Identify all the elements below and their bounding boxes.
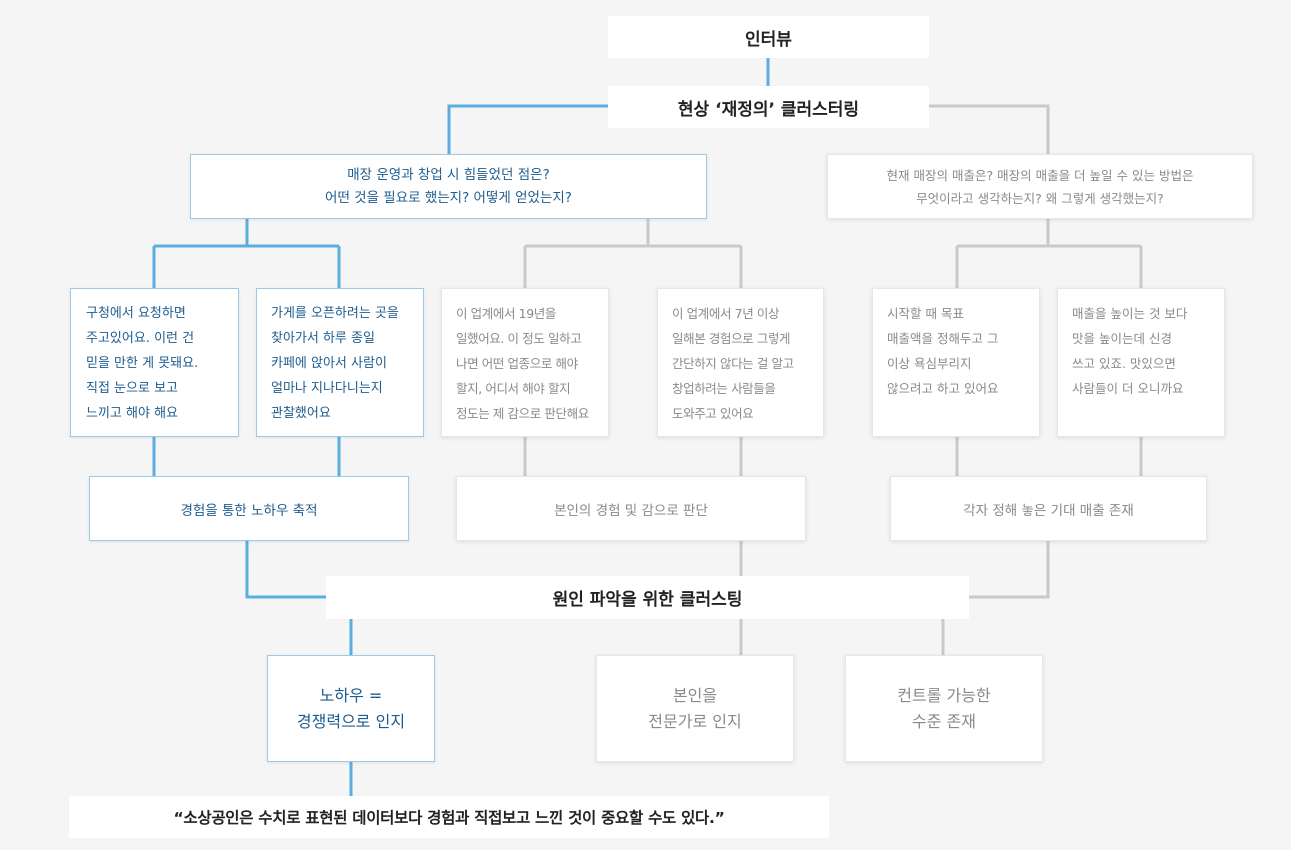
quote-line: 얼마나 지나다니는지 — [271, 381, 383, 396]
quote-card: 시작할 때 목표 매출액을 정해두고 그 이상 욕심부리지 않으려고 하고 있어… — [872, 288, 1040, 437]
quote-line: 나면 어떤 업종으로 해야 — [456, 356, 578, 371]
quote-line: 매출액을 정해두고 그 — [887, 331, 999, 346]
quote-line: 느끼고 해야 해요 — [86, 406, 178, 421]
quote-line: 할지, 어디서 해야 할지 — [456, 381, 571, 396]
cause-line: 노하우 = — [319, 685, 383, 705]
cause-line: 수준 존재 — [912, 711, 976, 731]
line-right-quotes-to-group3 — [955, 437, 1143, 476]
line-mid-quotes-to-group2 — [523, 437, 743, 476]
quote-line: 사람들이 더 오니까요 — [1072, 381, 1184, 396]
quote-line: 시작할 때 목표 — [887, 306, 964, 321]
cause-card: 컨트롤 가능한 수준 존재 — [845, 655, 1043, 762]
line-cluster-to-qleft — [447, 104, 608, 154]
gray-connectors — [523, 104, 1143, 655]
quote-card: 가게를 오픈하려는 곳을 찾아가서 하루 종일 카페에 앉아서 사람이 얼마나 … — [256, 288, 424, 437]
cause-line: 전문가로 인지 — [648, 711, 742, 731]
quote-line: 쓰고 있죠. 맛있으면 — [1072, 356, 1176, 371]
quote-line: 정도는 제 감으로 판단해요 — [456, 406, 589, 421]
quote-line: 구청에서 요청하면 — [86, 306, 186, 321]
quote-line: 직접 눈으로 보고 — [86, 381, 178, 396]
group-label: 경험을 통한 노하우 축적 — [89, 476, 409, 541]
quote-line: 믿을 만한 게 못돼요. — [86, 356, 199, 371]
quote-card: 매출을 높이는 것 보다 맛을 높이는데 신경 쓰고 있죠. 맛있으면 사람들이… — [1057, 288, 1225, 437]
question-right-line: 현재 매장의 매출은? 매장의 매출을 더 높일 수 있는 방법은 — [886, 167, 1194, 183]
line-quotes-to-group1 — [152, 437, 341, 476]
cause-line: 컨트롤 가능한 — [897, 685, 991, 705]
line-qright-to-quotes — [955, 219, 1143, 288]
quote-line: 맛을 높이는데 신경 — [1072, 331, 1172, 346]
quote-line: 카페에 앉아서 사람이 — [271, 356, 387, 371]
group-label-text: 본인의 경험 및 감으로 판단 — [554, 502, 708, 519]
line-cluster-to-qright — [929, 104, 1050, 154]
conclusion-text: “소상공인은 수치로 표현된 데이터보다 경험과 직접보고 느낀 것이 중요할 … — [173, 809, 725, 827]
group-label-text: 경험을 통한 노하우 축적 — [180, 502, 318, 519]
quote-line: 찾아가서 하루 종일 — [271, 331, 375, 346]
clustering-title: 현상 ‘재정의’ 클러스터링 — [677, 99, 860, 120]
cause-card: 노하우 = 경쟁력으로 인지 — [267, 655, 435, 762]
root-node: 인터뷰 — [608, 16, 929, 58]
quote-line: 관찰했어요 — [271, 406, 331, 421]
question-left-line: 매장 운영과 창업 시 힘들었던 점은? — [347, 166, 550, 183]
quote-line: 않으려고 하고 있어요 — [887, 381, 999, 396]
quote-line: 일했어요. 이 정도 일하고 — [456, 331, 582, 346]
quote-line: 일해본 경험으로 그렇게 — [672, 331, 791, 346]
quote-card: 구청에서 요청하면 주고있어요. 이런 건 믿을 만한 게 못돼요. 직접 눈으… — [70, 288, 239, 437]
root-title: 인터뷰 — [745, 29, 792, 50]
cause-card: 본인을 전문가로 인지 — [596, 655, 794, 762]
quote-line: 도와주고 있어요 — [672, 406, 754, 421]
question-left: 매장 운영과 창업 시 힘들었던 점은? 어떤 것을 필요로 했는지? 어떻게 … — [190, 154, 707, 219]
line-qleft-to-mid-quotes — [523, 219, 743, 288]
group-label: 각자 정해 놓은 기대 매출 존재 — [890, 476, 1207, 541]
blue-connectors — [152, 58, 770, 796]
conclusion-quote: “소상공인은 수치로 표현된 데이터보다 경험과 직접보고 느낀 것이 중요할 … — [69, 796, 829, 838]
clustering-node: 현상 ‘재정의’ 클러스터링 — [608, 86, 929, 128]
quote-line: 이 업계에서 7년 이상 — [672, 306, 780, 321]
cause-clustering-node: 원인 파악을 위한 클러스팅 — [326, 576, 969, 619]
quote-line: 이상 욕심부리지 — [887, 356, 972, 371]
question-right: 현재 매장의 매출은? 매장의 매출을 더 높일 수 있는 방법은 무엇이라고 … — [827, 154, 1253, 219]
quote-card: 이 업계에서 19년을 일했어요. 이 정도 일하고 나면 어떤 업종으로 해야… — [441, 288, 609, 437]
group-label-text: 각자 정해 놓은 기대 매출 존재 — [963, 502, 1134, 519]
cause-line: 경쟁력으로 인지 — [296, 711, 406, 731]
quote-card: 이 업계에서 7년 이상 일해본 경험으로 그렇게 간단하지 않다는 걸 알고 … — [657, 288, 824, 437]
quote-line: 간단하지 않다는 걸 알고 — [672, 356, 794, 371]
quote-line: 이 업계에서 19년을 — [456, 306, 556, 321]
question-right-line: 무엇이라고 생각하는지? 왜 그렇게 생각했는지? — [916, 190, 1164, 206]
cause-line: 본인을 — [672, 685, 718, 705]
question-left-line: 어떤 것을 필요로 했는지? 어떻게 얻었는지? — [325, 189, 572, 206]
line-group3-to-cluster2 — [969, 541, 1050, 599]
quote-line: 창업하려는 사람들을 — [672, 381, 776, 396]
group-label: 본인의 경험 및 감으로 판단 — [456, 476, 806, 541]
quote-line: 주고있어요. 이런 건 — [86, 331, 195, 346]
cause-clustering-title: 원인 파악을 위한 클러스팅 — [552, 590, 743, 610]
quote-line: 매출을 높이는 것 보다 — [1072, 306, 1188, 321]
line-qleft-to-quotes — [152, 219, 341, 288]
line-group1-to-cluster2 — [245, 541, 326, 599]
quote-line: 가게를 오픈하려는 곳을 — [271, 306, 399, 321]
